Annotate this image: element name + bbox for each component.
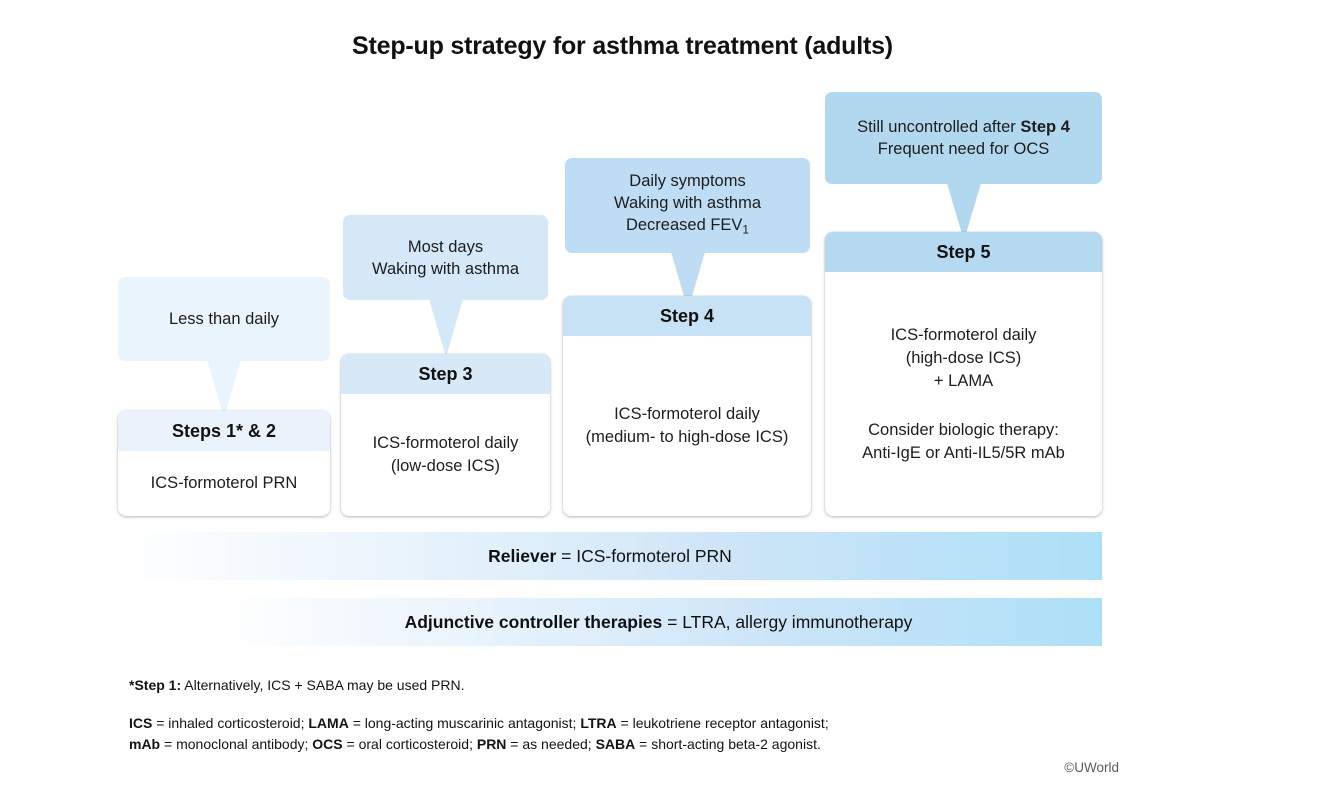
callout-step-4-line-1: Daily symptoms xyxy=(629,172,746,191)
callout-step-5: Still uncontrolled after Step 4 Frequent… xyxy=(825,92,1102,241)
step-card-step-5-body-line-2: (high-dose ICS) xyxy=(905,348,1022,367)
callout-steps-1-2: Less than daily xyxy=(118,277,330,418)
callout-step-4-line-2: Waking with asthma xyxy=(613,194,762,213)
footnote-step-1: *Step 1: Alternatively, ICS + SABA may b… xyxy=(129,675,465,696)
step-card-step-4-header: Step 4 xyxy=(563,296,811,336)
footnote-abbreviations-line-1: ICS = inhaled corticosteroid; LAMA = lon… xyxy=(129,715,829,731)
step-card-step-3-header: Step 3 xyxy=(341,354,550,394)
step-card-step-3-body-line-1: ICS-formoterol daily xyxy=(372,434,519,452)
step-card-step-3-body-line-2: (low-dose ICS) xyxy=(390,457,501,475)
step-card-step-4[interactable]: Step 4 ICS-formoterol daily (medium- to … xyxy=(563,296,811,516)
step-card-steps-1-2-body: ICS-formoterol PRN xyxy=(150,474,298,492)
step-card-steps-1-2-header: Steps 1* & 2 xyxy=(118,411,330,451)
step-card-step-5-body-line-4: Consider biologic therapy: xyxy=(868,420,1059,439)
reliever-bar: Reliever = ICS-formoterol PRN xyxy=(118,532,1102,580)
callout-step-5-line-2: Frequent need for OCS xyxy=(877,140,1050,158)
step-card-step-3-body: ICS-formoterol daily (low-dose ICS) xyxy=(341,394,550,516)
step-card-step-5-body-spacer xyxy=(862,393,1065,419)
reliever-bar-text: Reliever = ICS-formoterol PRN xyxy=(488,545,732,566)
adjunctive-therapies-bar: Adjunctive controller therapies = LTRA, … xyxy=(215,598,1102,646)
footnote-abbreviations-line-2: mAb = monoclonal antibody; OCS = oral co… xyxy=(129,736,821,752)
callout-step-5-line-1: Still uncontrolled after Step 4 xyxy=(857,118,1070,136)
step-card-step-3[interactable]: Step 3 ICS-formoterol daily (low-dose IC… xyxy=(341,354,550,516)
callout-step-3-line-2: Waking with asthma xyxy=(371,259,520,278)
step-card-steps-1-2[interactable]: Steps 1* & 2 ICS-formoterol PRN xyxy=(118,411,330,516)
callout-tail-icon xyxy=(428,299,463,357)
footnote-step-1-label: *Step 1: xyxy=(129,677,182,693)
callout-tail-icon xyxy=(207,360,241,418)
step-card-step-5-body-line-3: + LAMA xyxy=(933,371,994,390)
step-card-step-5[interactable]: Step 5 ICS-formoterol daily (high-dose I… xyxy=(825,232,1102,516)
page-title: Step-up strategy for asthma treatment (a… xyxy=(352,32,893,60)
step-card-step-5-body: ICS-formoterol daily (high-dose ICS) + L… xyxy=(825,272,1102,516)
step-card-step-5-header: Step 5 xyxy=(825,232,1102,272)
callout-step-3-line-1: Most days xyxy=(407,237,484,256)
copyright-watermark: ©UWorld xyxy=(1064,760,1119,775)
step-card-step-4-body-line-1: ICS-formoterol daily xyxy=(614,405,760,423)
step-card-step-4-body-line-2: (medium- to high-dose ICS) xyxy=(585,428,789,446)
step-card-step-5-body-line-1: ICS-formoterol daily xyxy=(890,325,1037,344)
callout-step-3: Most days Waking with asthma xyxy=(343,215,548,357)
callout-tail-icon xyxy=(946,183,981,241)
step-card-step-4-body: ICS-formoterol daily (medium- to high-do… xyxy=(563,336,811,516)
footnote-step-1-text: Alternatively, ICS + SABA may be used PR… xyxy=(181,677,465,693)
callout-step-4: Daily symptoms Waking with asthma Decrea… xyxy=(565,158,810,310)
adjunctive-therapies-bar-text: Adjunctive controller therapies = LTRA, … xyxy=(404,611,913,632)
callout-step-4-line-3: Decreased FEV1 xyxy=(625,216,750,237)
step-card-step-5-body-line-5: Anti-IgE or Anti-IL5/5R mAb xyxy=(862,443,1065,462)
footnote-abbreviations: ICS = inhaled corticosteroid; LAMA = lon… xyxy=(129,713,1029,755)
callout-steps-1-2-text: Less than daily xyxy=(168,310,280,328)
